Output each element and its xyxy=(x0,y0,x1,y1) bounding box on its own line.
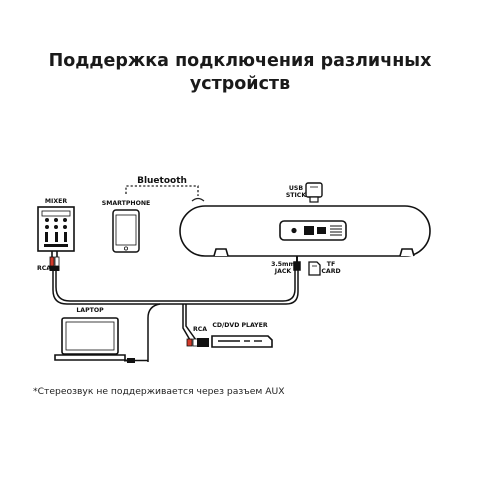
mixer-device: MIXER xyxy=(37,198,75,252)
cables xyxy=(52,256,301,362)
rca-label-player: RCA xyxy=(193,326,207,333)
laptop-device: LAPTOP xyxy=(54,307,148,363)
bluetooth-link: Bluetooth xyxy=(125,176,205,202)
tf-card-device: TF CARD xyxy=(308,261,341,276)
tf-label-line-2: CARD xyxy=(321,268,340,275)
mixer-label: MIXER xyxy=(45,198,67,205)
soundbar-device xyxy=(179,205,431,257)
tf-label-line-1: TF xyxy=(327,261,335,268)
usb-stick-device: USB STICK xyxy=(286,182,323,203)
jack-label-line-2: JACK xyxy=(274,268,292,275)
smartphone-device: SMARTPHONE xyxy=(102,200,151,253)
title-line-1: Поддержка подключения различных xyxy=(48,51,432,71)
bluetooth-signal-icon xyxy=(191,197,205,202)
usb-label-line-1: USB xyxy=(289,185,303,192)
rca-label-mixer: RCA xyxy=(37,265,51,272)
bluetooth-label: Bluetooth xyxy=(137,176,187,186)
usb-label-line-2: STICK xyxy=(286,192,307,199)
footnote: *Стереозвук не поддерживается через разъ… xyxy=(33,386,285,397)
player-label: CD/DVD PLAYER xyxy=(212,322,268,329)
cd-dvd-player-device: RCA CD/DVD PLAYER xyxy=(186,322,273,348)
page-title: Поддержка подключения различных устройст… xyxy=(0,50,480,96)
rca-plugs-mixer: RCA xyxy=(37,251,60,272)
jack-label-line-1: 3.5mm xyxy=(271,261,295,268)
soundbar-foot-right xyxy=(399,248,415,257)
laptop-label: LAPTOP xyxy=(76,307,104,314)
smartphone-label: SMARTPHONE xyxy=(102,200,151,207)
soundbar-foot-left xyxy=(213,248,229,257)
title-line-2: устройств xyxy=(189,74,291,94)
